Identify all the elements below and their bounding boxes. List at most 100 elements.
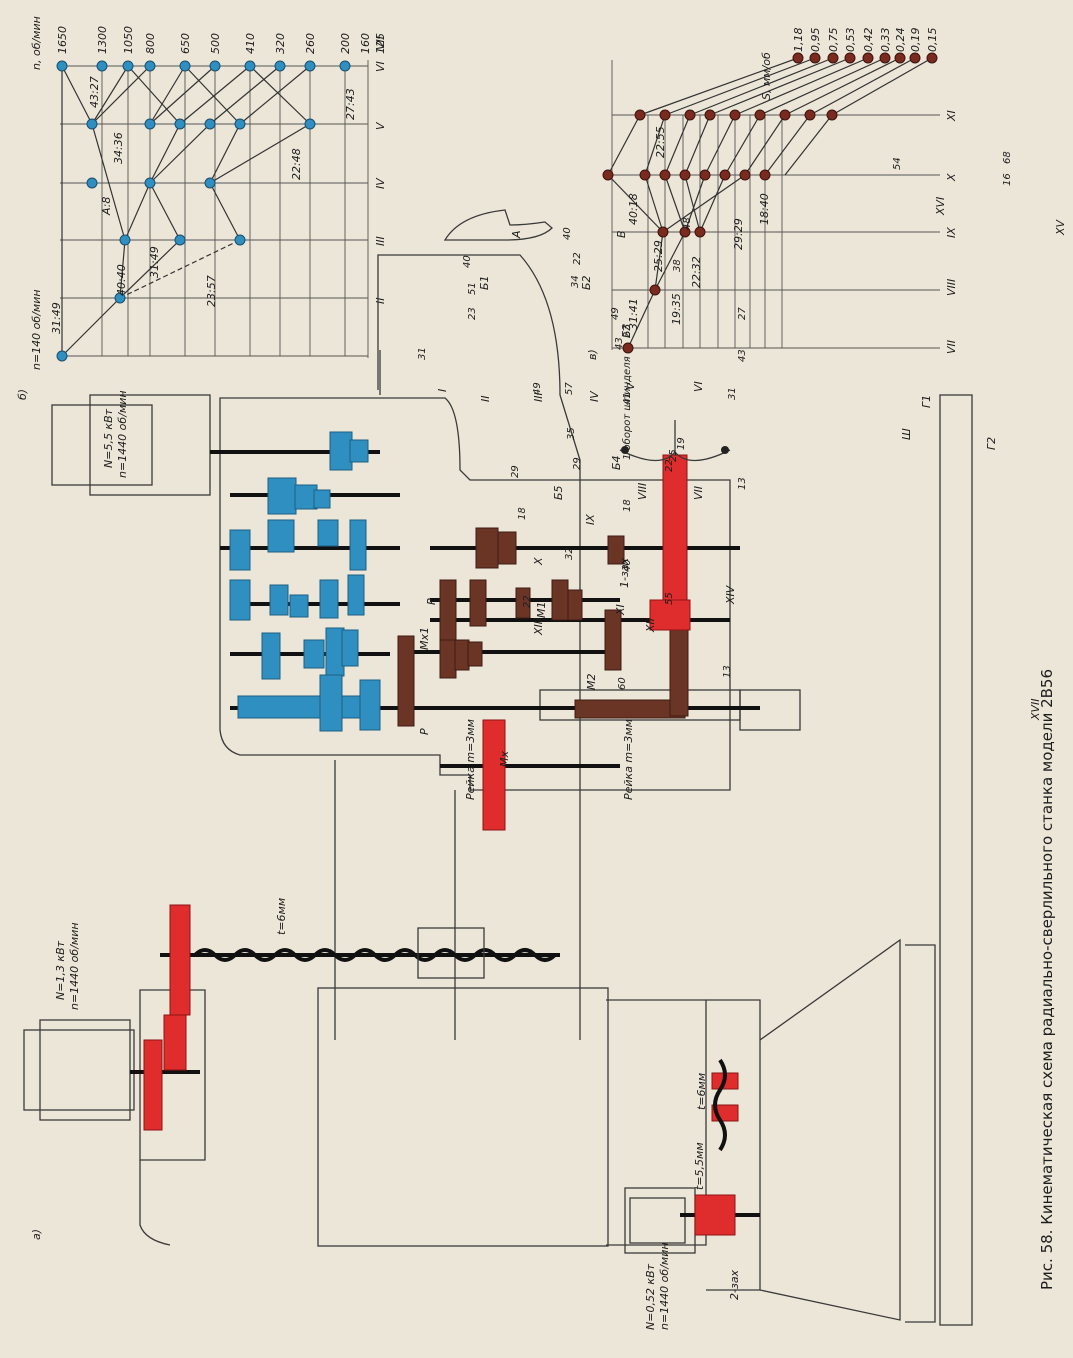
- speed-label: 160: [359, 33, 372, 54]
- speed-label: 320: [274, 33, 287, 54]
- feed-label: 1,18: [792, 28, 805, 53]
- gear-number: 49: [532, 382, 543, 395]
- gear-number: 27: [737, 307, 748, 320]
- shaft-label: III: [374, 236, 387, 246]
- ratio-label: 31:49: [148, 246, 161, 278]
- shaft-label: IV: [374, 177, 387, 189]
- speed-label: 1650: [56, 26, 69, 54]
- gear: [397, 635, 415, 727]
- ratio-label: 22:48: [290, 148, 303, 180]
- feed-label: 0,42: [862, 28, 875, 53]
- shaft-label: V: [374, 121, 387, 130]
- shaft-numeral: II: [479, 396, 492, 403]
- feed-label: 0,75: [827, 28, 840, 53]
- screw-pitch-label: t=6мм: [695, 1073, 708, 1110]
- speed-label: 1300: [96, 26, 109, 54]
- ratio-label: A:8: [100, 197, 113, 216]
- handwheel[interactable]: [619, 420, 731, 462]
- shaft-numeral: XI: [614, 604, 627, 616]
- gear: [325, 627, 345, 677]
- gear-number: 23: [467, 307, 478, 320]
- gear: [313, 489, 331, 509]
- gear-number: 40: [462, 255, 473, 268]
- block-label: P: [418, 728, 431, 735]
- rack: [482, 719, 506, 831]
- speed-label: 650: [179, 33, 192, 54]
- gear-number: 43: [737, 349, 748, 362]
- block-label: M1: [535, 602, 548, 619]
- shaft-label: II: [374, 298, 387, 305]
- spindle-feed-shaft: [662, 454, 688, 616]
- gear-number: 41: [622, 392, 633, 405]
- shaft-label: VII: [374, 36, 387, 50]
- ratio-label: 19:35: [670, 293, 683, 325]
- block-label: Г1: [920, 395, 933, 408]
- ratio-label: 25:29: [652, 240, 665, 272]
- gear-number: 55: [664, 592, 675, 605]
- gear: [163, 1014, 187, 1071]
- gear: [475, 527, 499, 569]
- shaft-numeral: XVI: [934, 197, 947, 216]
- gear: [229, 579, 251, 621]
- main-motor-power: N=5,5 кВт: [102, 408, 115, 468]
- gear: [604, 609, 622, 671]
- gear: [341, 629, 359, 667]
- ratio-label: 18:40: [758, 193, 771, 225]
- gear: [267, 519, 295, 553]
- ratio-label: 23:57: [205, 275, 218, 307]
- shaft-numeral: XII: [644, 618, 657, 633]
- ratio-label: 29:29: [732, 218, 745, 250]
- clamp-motor-speed: n=1440 об/мин: [658, 1242, 671, 1330]
- shaft-numeral: XIII: [532, 618, 545, 636]
- clamp-motor-power: N=0,52 кВт: [644, 1263, 657, 1330]
- shaft-numeral: XIV: [724, 584, 737, 605]
- shaft-label: VI: [374, 61, 387, 72]
- screw-nut-housing: [417, 927, 485, 979]
- spindle-rack-sleeve: [574, 699, 686, 719]
- gear: [329, 431, 353, 471]
- gear-number: 29: [510, 465, 521, 478]
- gear: [359, 679, 381, 731]
- block-label: Г2: [985, 437, 998, 450]
- speed-label: 200: [339, 33, 352, 54]
- gear-number: 18: [622, 499, 633, 512]
- gear: [567, 589, 583, 621]
- shaft-numeral: X: [532, 557, 545, 566]
- shaft-numeral: III: [532, 392, 545, 402]
- gear-number: 16: [1002, 173, 1013, 186]
- gear: [319, 674, 343, 732]
- feed-label: 0,53: [844, 28, 857, 53]
- gear-number: 51: [467, 282, 478, 295]
- ratio-label: 22:32: [690, 256, 703, 288]
- block-label: Б3: [620, 323, 633, 338]
- speed-axis-title: n, об/мин: [30, 16, 43, 70]
- feed-label: 0,19: [909, 28, 922, 53]
- screw-pitch-label: t=6мм: [275, 898, 288, 935]
- gear-number: 22: [572, 252, 583, 265]
- gear: [347, 574, 365, 616]
- gear-number: 35: [566, 427, 577, 440]
- gear-number: 34: [570, 275, 581, 288]
- ratio-label: 43:27: [88, 76, 101, 108]
- figure-caption: Рис. 58. Кинематическая схема радиально-…: [1038, 669, 1056, 1290]
- gear-number: 31: [417, 347, 428, 360]
- speed-gearbox: [229, 431, 381, 732]
- speed-label: 500: [209, 33, 222, 54]
- lift-motor-speed: n=1440 об/мин: [68, 922, 81, 1010]
- block-label: Ш: [900, 428, 913, 440]
- screw-pitch-label: t=5,5мм: [693, 1142, 706, 1190]
- gear: [497, 531, 517, 565]
- gear: [261, 632, 281, 680]
- gear-number: 31: [727, 387, 738, 400]
- shaft-numeral: I: [436, 389, 449, 392]
- main-motor-speed: n=1440 об/мин: [116, 390, 129, 478]
- gear-number: 22: [522, 595, 533, 608]
- ratio-label: 31:41: [627, 298, 640, 330]
- shaft-label: VII: [945, 340, 958, 354]
- gear: [515, 587, 531, 619]
- gear: [317, 519, 339, 547]
- gear: [607, 535, 625, 565]
- block-label: Б1: [478, 275, 491, 290]
- gear-number: 27: [622, 325, 633, 338]
